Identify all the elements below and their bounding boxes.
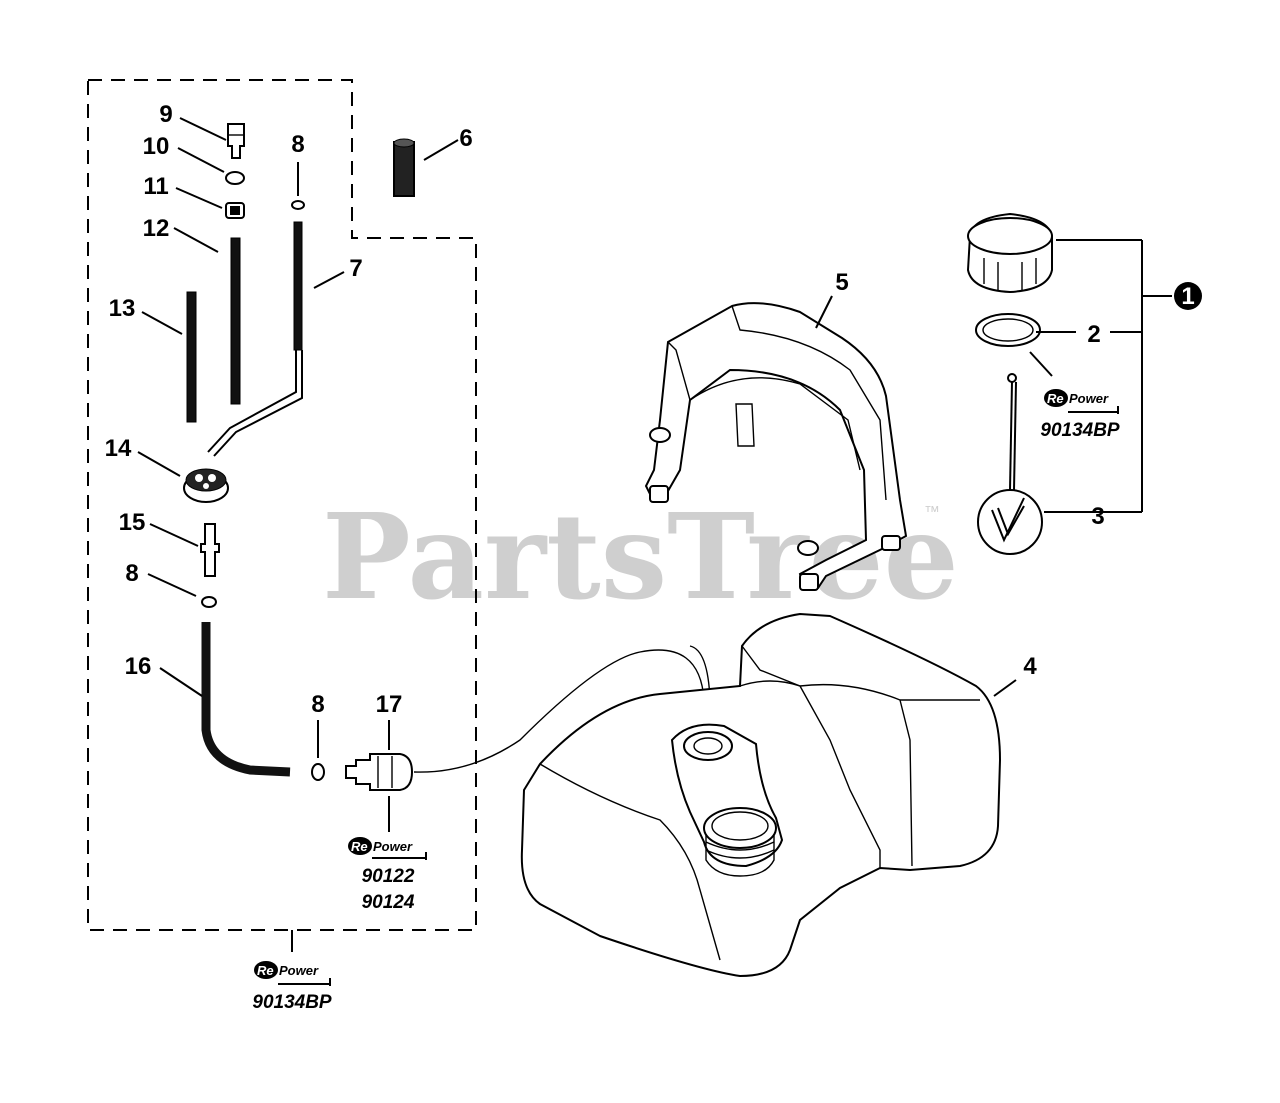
- part-12-fuel-tube[interactable]: [230, 237, 241, 405]
- part-4-fuel-tank[interactable]: [520, 612, 1002, 978]
- fuel-line-to-tank: [413, 649, 705, 773]
- callout-3[interactable]: 3: [1091, 503, 1104, 530]
- callout-9[interactable]: 9: [159, 101, 172, 128]
- repower-re: Re: [1047, 391, 1064, 406]
- part-8-o-ring-bottom[interactable]: [311, 763, 325, 781]
- callout-14[interactable]: 14: [105, 435, 132, 462]
- callout-5[interactable]: 5: [835, 269, 848, 296]
- callout-17[interactable]: 17: [376, 691, 403, 718]
- callout-2[interactable]: 2: [1087, 321, 1100, 348]
- callout-7[interactable]: 7: [349, 255, 362, 282]
- callout-12[interactable]: 12: [143, 215, 170, 242]
- part-5-tank-handle[interactable]: [644, 302, 908, 591]
- repower-logo-line-kit: Re Power: [254, 961, 331, 986]
- part-number-filter-a[interactable]: 90122: [362, 866, 415, 887]
- part-13-fuel-tube[interactable]: [186, 291, 197, 423]
- repower-re: Re: [351, 839, 368, 854]
- repower-power: Power: [279, 963, 319, 978]
- callout-4[interactable]: 4: [1023, 653, 1037, 680]
- leader-5: [815, 295, 833, 329]
- repower-re: Re: [257, 963, 274, 978]
- part-number-filter-b[interactable]: 90124: [362, 892, 415, 913]
- callout-8-middle[interactable]: 8: [125, 560, 138, 587]
- part-2-gasket[interactable]: [975, 313, 1041, 347]
- cap-kit-bracket: [1029, 239, 1172, 513]
- fuel-line-kit-boundary: [87, 79, 477, 931]
- part-8-o-ring-top[interactable]: [291, 200, 305, 210]
- callout-15[interactable]: 15: [119, 509, 146, 536]
- repower-power: Power: [373, 839, 413, 854]
- part-8-o-ring-middle[interactable]: [201, 596, 217, 608]
- callout-16[interactable]: 16: [125, 653, 152, 680]
- leader-4: [993, 679, 1017, 697]
- watermark-trademark: ™: [924, 504, 940, 521]
- callout-1[interactable]: 1: [1181, 283, 1194, 310]
- repower-logo-cap-kit: Re Power: [1044, 389, 1119, 414]
- callout-8-top[interactable]: 8: [291, 131, 304, 158]
- part-number-line-kit[interactable]: 90134BP: [252, 992, 332, 1013]
- repower-logo-filter: Re Power: [348, 837, 427, 860]
- callout-1-badge[interactable]: [1174, 282, 1202, 310]
- part-16-fuel-hose[interactable]: [201, 622, 291, 777]
- callout-labels: 1 2 3 4 5 6 7 8 8 8 9 10 11 12 13 14 15 …: [105, 101, 1202, 718]
- callout-8-bottom[interactable]: 8: [311, 691, 324, 718]
- part-cap[interactable]: [966, 212, 1053, 294]
- part-number-cap-kit[interactable]: 90134BP: [1040, 420, 1120, 441]
- callout-6[interactable]: 6: [459, 125, 472, 152]
- part-17-fuel-filter[interactable]: [345, 753, 414, 791]
- leader-lines-left: [137, 117, 459, 832]
- part-14-grommet[interactable]: [183, 468, 229, 503]
- part-15-fitting[interactable]: [200, 523, 220, 577]
- repower-power: Power: [1069, 391, 1109, 406]
- part-11-nut[interactable]: [225, 202, 245, 219]
- part-3-filter-retainer[interactable]: [977, 373, 1043, 555]
- part-6-sleeve[interactable]: [393, 138, 415, 197]
- callout-10[interactable]: 10: [143, 133, 170, 160]
- callout-13[interactable]: 13: [109, 295, 136, 322]
- part-7-vent-tube[interactable]: [207, 221, 303, 457]
- part-10-o-ring[interactable]: [225, 171, 245, 185]
- part-9-fitting[interactable]: [227, 123, 245, 159]
- callout-11[interactable]: 11: [143, 173, 168, 200]
